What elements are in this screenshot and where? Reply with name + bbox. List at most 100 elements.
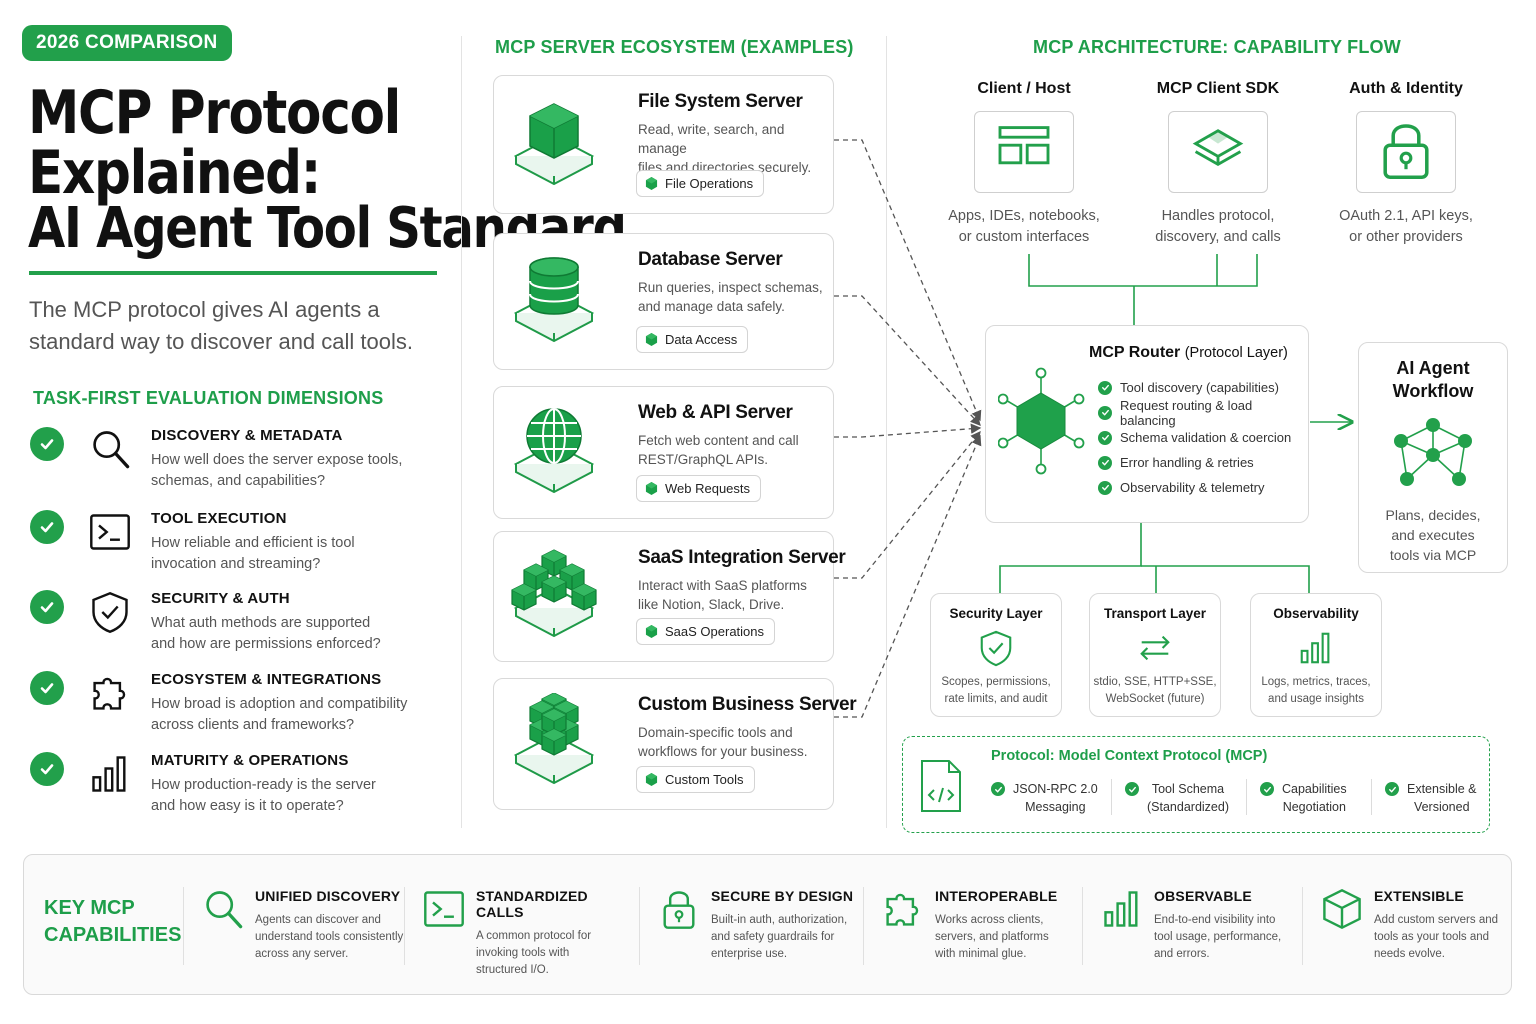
server-title: Database Server bbox=[638, 249, 783, 270]
server-tag-chip[interactable]: SaaS Operations bbox=[636, 618, 776, 645]
dimension-item: MATURITY & OPERATIONS How production-rea… bbox=[151, 752, 376, 817]
capability-desc-line-2: servers, and platforms bbox=[935, 931, 1049, 943]
dimension-check-icon bbox=[30, 590, 64, 624]
arch-column-desc-line-1: Handles protocol, bbox=[1161, 208, 1275, 224]
capability-divider bbox=[1302, 887, 1303, 965]
capability-item: STANDARDIZED CALLS A common protocol for… bbox=[476, 888, 636, 979]
architecture-heading: MCP ARCHITECTURE: CAPABILITY FLOW bbox=[1033, 37, 1401, 57]
capability-desc-line-3: and errors. bbox=[1154, 948, 1210, 960]
capability-desc-line-1: Add custom servers and bbox=[1374, 914, 1499, 926]
arch-column-desc-line-1: OAuth 2.1, API keys, bbox=[1339, 208, 1473, 224]
protocol-item-line-2: Versioned bbox=[1413, 800, 1470, 814]
server-tag-label: Data Access bbox=[665, 332, 738, 347]
dimension-check-icon bbox=[30, 510, 64, 544]
protocol-item: JSON-RPC 2.0 Messaging bbox=[991, 780, 1098, 816]
dimension-title: ECOSYSTEM & INTEGRATIONS bbox=[151, 671, 382, 688]
cubes-cluster-icon bbox=[506, 546, 602, 647]
server-desc-line-1: Interact with SaaS platforms bbox=[638, 578, 807, 593]
protocol-item-line-2: (Standardized) bbox=[1147, 800, 1229, 814]
puzzle-icon bbox=[881, 887, 925, 935]
capabilities-heading-line-1: KEY MCP bbox=[44, 897, 135, 919]
dimension-check-icon bbox=[30, 671, 64, 705]
router-feature: Request routing & load balancing bbox=[1098, 398, 1308, 428]
check-icon bbox=[1385, 782, 1399, 796]
layer-desc-line-1: Scopes, permissions, bbox=[941, 676, 1051, 688]
dimension-title: TOOL EXECUTION bbox=[151, 510, 287, 527]
router-title-main: MCP Router bbox=[1089, 344, 1181, 361]
server-tag-chip[interactable]: Data Access bbox=[636, 326, 749, 353]
shield-check-icon bbox=[931, 629, 1061, 667]
protocol-box: Protocol: Model Context Protocol (MCP) J… bbox=[902, 736, 1490, 833]
capability-desc-line-2: and safety guardrails for bbox=[711, 931, 835, 943]
router-feature: Schema validation & coercion bbox=[1098, 425, 1308, 450]
server-title: SaaS Integration Server bbox=[638, 547, 846, 568]
router-title-suffix: (Protocol Layer) bbox=[1184, 345, 1288, 361]
check-icon bbox=[1260, 782, 1274, 796]
box-icon bbox=[1320, 887, 1364, 935]
protocol-item-line-1: JSON-RPC 2.0 bbox=[1013, 782, 1098, 796]
server-title: File System Server bbox=[638, 91, 803, 112]
capabilities-heading: KEY MCP CAPABILITIES bbox=[44, 895, 181, 949]
dimension-desc-line-2: schemas, and capabilities? bbox=[151, 473, 326, 489]
capability-desc-line-3: enterprise use. bbox=[711, 948, 788, 960]
capability-desc-line-2: understand tools consistently bbox=[255, 931, 404, 943]
agent-title-line-2: Workflow bbox=[1392, 381, 1474, 401]
puzzle-icon bbox=[88, 671, 132, 715]
capability-item: SECURE BY DESIGN Built-in auth, authoriz… bbox=[711, 888, 871, 963]
ecosystem-heading: MCP SERVER ECOSYSTEM (EXAMPLES) bbox=[495, 37, 854, 57]
server-desc-line-2: and manage data safely. bbox=[638, 299, 785, 314]
connector-saas bbox=[834, 430, 981, 579]
capability-desc-line-2: tools as your tools and bbox=[1374, 931, 1490, 943]
capability-title: UNIFIED DISCOVERY bbox=[255, 888, 401, 904]
arch-column-desc-line-2: discovery, and calls bbox=[1155, 229, 1281, 245]
layer-card: Observability Logs, metrics, traces, and… bbox=[1250, 593, 1382, 717]
capability-desc-line-1: A common protocol for bbox=[476, 930, 592, 942]
capability-divider bbox=[183, 887, 184, 965]
check-icon bbox=[1098, 380, 1112, 395]
dimension-item: DISCOVERY & METADATA How well does the s… bbox=[151, 427, 402, 492]
layer-card: Transport Layer stdio, SSE, HTTP+SSE, We… bbox=[1089, 593, 1221, 717]
dimension-desc-line-1: How well does the server expose tools, bbox=[151, 452, 403, 468]
lock-icon bbox=[1374, 118, 1438, 187]
server-tag-chip[interactable]: File Operations bbox=[636, 170, 765, 197]
protocol-title: Protocol: Model Context Protocol (MCP) bbox=[991, 748, 1268, 764]
connector-web-api bbox=[834, 423, 982, 438]
capability-desc-line-1: Agents can discover and bbox=[255, 914, 381, 926]
server-tag-chip[interactable]: Custom Tools bbox=[636, 766, 755, 793]
code-file-icon bbox=[921, 760, 961, 812]
protocol-item: Capabilities Negotiation bbox=[1260, 780, 1347, 816]
check-icon bbox=[1098, 405, 1112, 420]
capability-desc-line-3: across any server. bbox=[255, 948, 349, 960]
capability-item: INTEROPERABLE Works across clients, serv… bbox=[935, 888, 1095, 963]
server-card: Custom Business Server Domain-specific t… bbox=[493, 678, 857, 810]
layer-title: Observability bbox=[1273, 606, 1359, 621]
capability-desc-line-2: tool usage, performance, bbox=[1154, 931, 1282, 943]
protocol-item-line-1: Capabilities bbox=[1282, 782, 1347, 796]
arch-column-desc: Handles protocol, discovery, and calls bbox=[1108, 206, 1328, 248]
server-card: Web & API Server Fetch web content and c… bbox=[493, 386, 834, 519]
capability-desc-line-2: invoking tools with bbox=[476, 947, 570, 959]
comparison-badge: 2026 COMPARISON bbox=[22, 25, 232, 61]
subtitle-line-2: standard way to discover and call tools. bbox=[29, 329, 413, 354]
server-card: SaaS Integration Server Interact with Sa… bbox=[493, 531, 846, 662]
capability-title: SECURE BY DESIGN bbox=[711, 888, 854, 904]
layer-desc: Scopes, permissions, rate limits, and au… bbox=[931, 674, 1061, 708]
server-tag-chip[interactable]: Web Requests bbox=[636, 475, 762, 502]
database-icon bbox=[506, 251, 602, 352]
layer-desc-line-1: Logs, metrics, traces, bbox=[1261, 676, 1371, 688]
arch-column-box bbox=[974, 111, 1074, 193]
capability-item: EXTENSIBLE Add custom servers and tools … bbox=[1374, 888, 1534, 963]
server-desc-line-2: like Notion, Slack, Drive. bbox=[638, 597, 785, 612]
capability-desc-line-3: needs evolve. bbox=[1374, 948, 1445, 960]
arch-column-box bbox=[1168, 111, 1268, 193]
arch-column-label: Auth & Identity bbox=[1349, 80, 1463, 97]
protocol-divider bbox=[1111, 779, 1112, 815]
agent-network-icon bbox=[1394, 418, 1472, 486]
server-desc-line-2: REST/GraphQL APIs. bbox=[638, 452, 769, 467]
title-underline bbox=[29, 271, 437, 275]
terminal-icon bbox=[422, 887, 466, 935]
layer-desc-line-2: rate limits, and audit bbox=[944, 693, 1048, 705]
network-hub-icon bbox=[998, 367, 1085, 475]
capability-item: UNIFIED DISCOVERY Agents can discover an… bbox=[255, 888, 415, 963]
